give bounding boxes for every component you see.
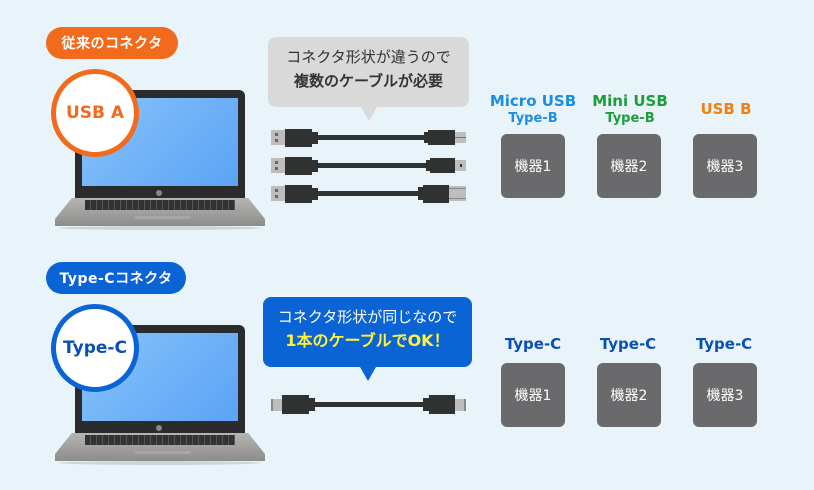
usb-a-badge: USB A — [51, 69, 139, 157]
device-1-connector-label: Micro USB Type-B — [489, 92, 577, 127]
cable-usb-a-to-micro-b — [271, 129, 467, 147]
typec-connector-pill: Type-Cコネクタ — [46, 262, 186, 294]
legacy-connector-pill: 従来のコネクタ — [46, 27, 178, 59]
legacy-bubble-line2: 複数のケーブルが必要 — [293, 72, 444, 90]
typec-device-2-box: 機器2 — [597, 363, 661, 427]
legacy-speech-bubble: コネクタ形状が違うので 複数のケーブルが必要 — [268, 37, 469, 121]
device-2-box: 機器2 — [597, 134, 661, 198]
laptop-logo-icon — [156, 425, 162, 431]
typec-bubble-line1: コネクタ形状が同じなので — [277, 308, 458, 326]
typec-badge: Type-C — [51, 304, 139, 392]
typec-bubble-line2: 1本のケーブルでOK！ — [285, 331, 450, 350]
typec-device-3-box: 機器3 — [693, 363, 757, 427]
cable-usb-a-to-mini-b — [271, 157, 467, 175]
device-3-box: 機器3 — [693, 134, 757, 198]
legacy-bubble-line1: コネクタ形状が違うので — [286, 48, 451, 66]
device-2-connector-label: Mini USB Type-B — [592, 92, 668, 127]
typec-device-1-box: 機器1 — [501, 363, 565, 427]
typec-device-2-label: Type-C — [599, 335, 657, 353]
device-3-connector-label: USB B — [700, 100, 752, 118]
typec-speech-bubble: コネクタ形状が同じなので 1本のケーブルでOK！ — [263, 297, 472, 381]
cable-usb-a-to-usb-b — [271, 185, 467, 203]
device-1-box: 機器1 — [501, 134, 565, 198]
cable-typec-to-typec — [271, 395, 466, 415]
laptop-logo-icon — [156, 190, 162, 196]
typec-device-1-label: Type-C — [504, 335, 562, 353]
typec-device-3-label: Type-C — [695, 335, 753, 353]
